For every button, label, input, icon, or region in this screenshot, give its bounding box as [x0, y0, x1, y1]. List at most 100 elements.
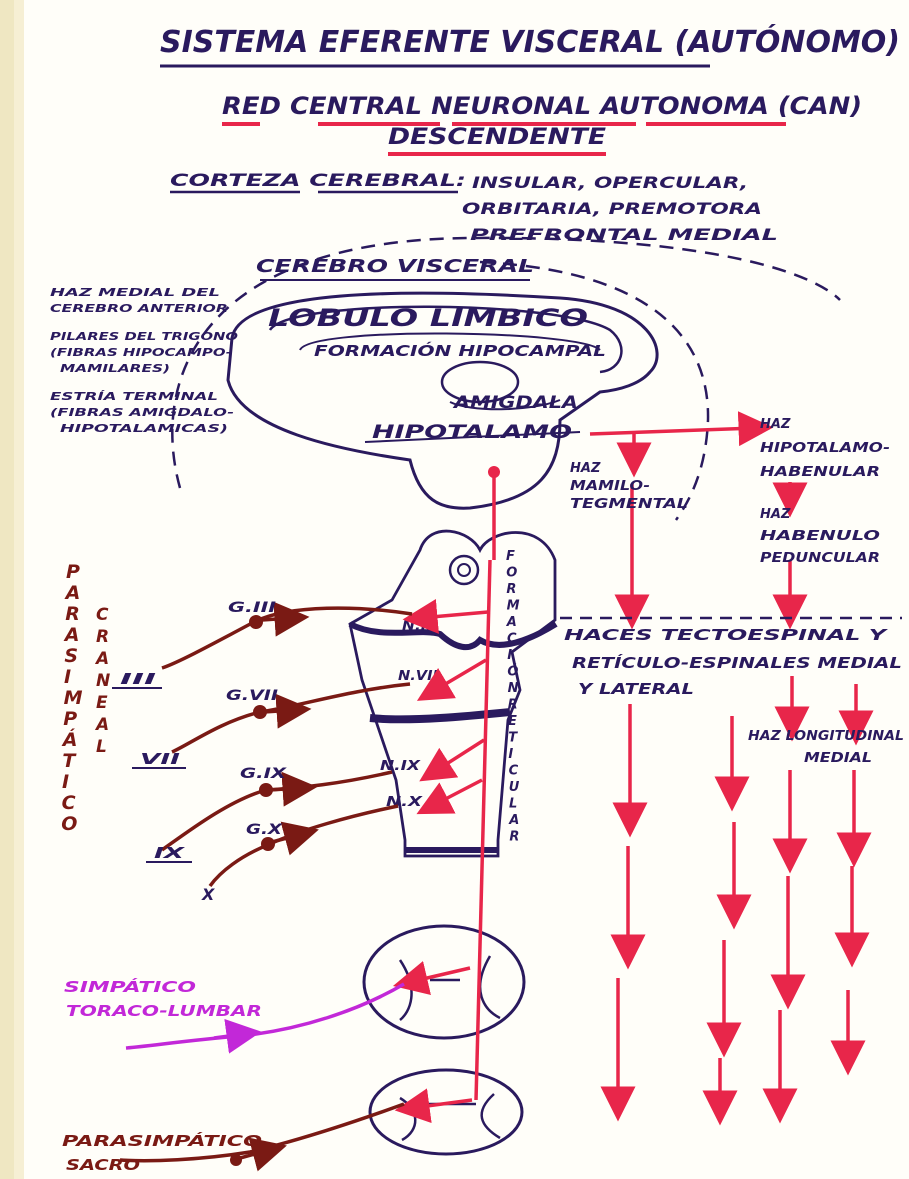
cranial-nerve-labels: III VII IX X — [112, 670, 215, 904]
brain-drawing: CEREBRO VISCERAL LOBULO LIMBICO FORMACIÓ… — [172, 238, 840, 520]
ganglion-g7 — [253, 705, 267, 719]
parasimpatico-letter: M — [64, 687, 83, 709]
ganglion-g3-label: G.III — [228, 600, 276, 616]
branch-n3 — [420, 612, 488, 618]
reticular-letter: T — [508, 731, 518, 746]
parasimpatico-sacro-label-1: PARASIMPÁTICO — [62, 1131, 262, 1150]
simpatico-label-1: SIMPÁTICO — [64, 977, 196, 996]
reticular-letter: C — [507, 632, 517, 647]
header: SISTEMA EFERENTE VISCERAL (AUTÓNOMO) RED… — [160, 23, 900, 154]
parasimpatico-letter: P — [63, 708, 77, 730]
parasimpatico-letter: I — [62, 771, 69, 793]
g3-postganglionic — [262, 618, 292, 620]
spinal-cord-sections — [364, 926, 524, 1154]
branch-n7 — [432, 660, 486, 692]
n10-efferent-fiber — [210, 806, 398, 886]
habenulo-peduncular-label-3: PEDUNCULAR — [760, 551, 880, 566]
parasimpatico-letter: C — [62, 792, 76, 814]
note-1a: HAZ MEDIAL DEL — [50, 286, 220, 299]
subtitle-descendente: DESCENDENTE — [388, 125, 606, 150]
reticular-letter: A — [508, 813, 519, 828]
hypothalamo-habenular-arrow — [590, 428, 756, 434]
hipotalamo-habenular-label-1: HAZ — [760, 417, 791, 432]
cortex-block: CORTEZA CEREBRAL: INSULAR, OPERCULAR, OR… — [170, 171, 778, 244]
ganglion-g10-label: G.X — [246, 822, 284, 838]
reticular-letter: O — [506, 566, 517, 581]
amigdala-label: AMIGDALA — [452, 393, 578, 413]
parasimpatico-letter: R — [65, 603, 80, 625]
parasimpatico-sacro-label-2: SACRO — [66, 1156, 140, 1174]
parasimpatico-letter: A — [63, 624, 80, 646]
craneal-letter: C — [96, 605, 109, 625]
cerebro-visceral-label: CEREBRO VISCERAL — [256, 256, 534, 277]
parasimpatico-letter: A — [64, 582, 81, 604]
reticular-letter: F — [506, 549, 515, 564]
reticular-letter: N — [508, 681, 519, 696]
cortex-line-1: INSULAR, OPERCULAR, — [472, 173, 748, 192]
craneal-letter: L — [96, 737, 107, 757]
ganglion-sacral — [230, 1154, 242, 1166]
note-3a: ESTRÍA TERMINAL — [50, 390, 218, 403]
nerve-iii-label: III — [120, 670, 157, 688]
aqueduct-circle — [450, 556, 478, 584]
craneal-letter: A — [94, 649, 109, 669]
mamilo-label-1: HAZ — [570, 461, 601, 476]
branch-n10 — [432, 780, 482, 806]
reticular-letter: R — [508, 698, 518, 713]
left-notes: HAZ MEDIAL DEL CEREBRO ANTERIOR PILARES … — [50, 286, 238, 435]
craneal-letter: E — [96, 693, 108, 713]
parasimpatico-vertical-label: PARASIMPÁTICO — [61, 561, 83, 835]
parasimpatico-letter: I — [64, 666, 71, 688]
cortex-line-3: PREFRONTAL MEDIAL — [470, 225, 778, 244]
cortex-line-2: ORBITARIA, PREMOTORA — [462, 199, 762, 218]
note-1b: CEREBRO ANTERIOR — [50, 302, 228, 315]
g7-postganglionic — [264, 710, 294, 712]
ganglion-g10 — [261, 837, 275, 851]
lobulo-limbico-label: LOBULO LIMBICO — [268, 304, 588, 332]
nucleus-n7-label: N.VII — [398, 669, 438, 684]
reticular-letter: C — [509, 764, 519, 779]
reticular-letter: E — [508, 714, 517, 729]
g9-postganglionic — [270, 788, 300, 790]
longitudinal-label-2: MEDIAL — [804, 751, 872, 766]
formacion-hipocampal-label: FORMACIÓN HIPOCAMPAL — [314, 341, 606, 360]
ganglion-g3 — [249, 615, 263, 629]
reticular-letter: Ó — [507, 664, 518, 680]
medulla-band — [370, 712, 510, 719]
ganglion-g9-label: G.IX — [240, 766, 288, 782]
parasimpatico-letter: T — [62, 750, 77, 772]
mamilo-label-3: TEGMENTAL — [570, 497, 688, 512]
n9-efferent-fiber — [162, 772, 392, 850]
parasimpatico-letter: P — [66, 561, 80, 583]
reticular-letter: A — [506, 615, 517, 630]
thoracic-section-outline — [364, 926, 524, 1038]
brainstem: N.III N.VII N.IX N.X — [350, 531, 556, 856]
longitudinal-label-1: HAZ LONGITUDINAL — [748, 729, 904, 744]
craneal-letter: A — [94, 715, 109, 735]
nucleus-n3-label: N.III — [402, 619, 438, 634]
note-2b: (FIBRAS HIPOCAMPO- — [50, 346, 232, 359]
branch-n9 — [434, 740, 484, 772]
ganglion-g7-label: G.VII — [226, 688, 278, 704]
habenulo-peduncular-label-2: HABENULO — [760, 529, 880, 544]
mamilo-label-2: MAMILO- — [570, 479, 650, 494]
reticular-letter: R — [506, 582, 516, 597]
haces-label-3: Y LATERAL — [578, 680, 694, 698]
nerve-ix-label: IX — [154, 844, 186, 862]
note-2a: PILARES DEL TRIGONO — [50, 330, 238, 343]
craneal-letter: R — [96, 627, 109, 647]
haces-label-2: RETÍCULO-ESPINALES MEDIAL — [572, 653, 902, 672]
hipotalamo-habenular-label-3: HABENULAR — [760, 465, 880, 480]
sacral-section-outline — [370, 1070, 522, 1154]
craneal-letter: N — [96, 671, 110, 691]
hipotalamo-habenular-label-2: HIPOTALAMO- — [760, 441, 890, 456]
parasimpatico-letter: O — [61, 813, 77, 835]
note-2c: MAMILARES) — [60, 362, 170, 375]
reticular-letter: I — [507, 648, 512, 663]
reticular-letter: U — [509, 780, 520, 795]
main-title: SISTEMA EFERENTE VISCERAL (AUTÓNOMO) — [160, 23, 900, 60]
note-3b: (FIBRAS AMIGDALO- — [50, 406, 234, 419]
habenulo-peduncular-label-1: HAZ — [760, 507, 791, 522]
